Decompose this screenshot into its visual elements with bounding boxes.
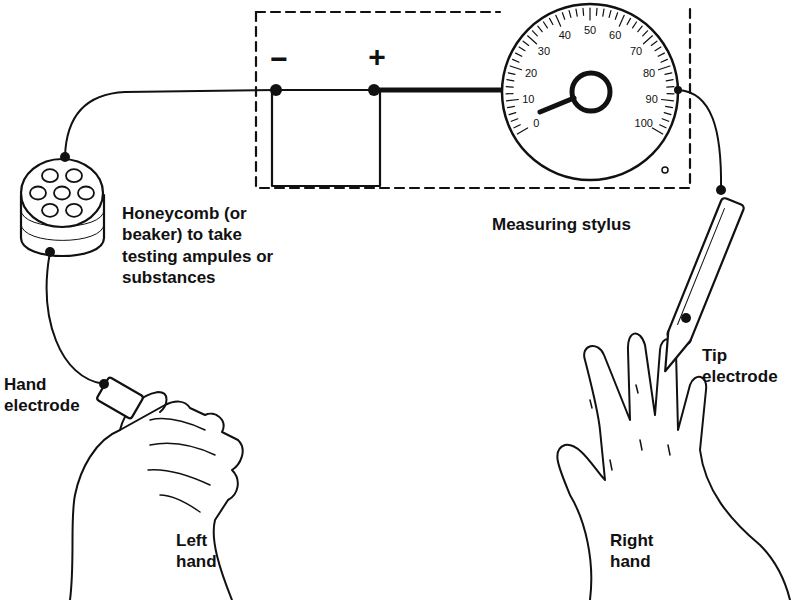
dial-number: 10 — [522, 93, 534, 104]
part-label: Hand electrode — [4, 374, 92, 417]
dial-number: 100 — [635, 118, 653, 129]
tick-mark — [523, 41, 529, 45]
tick-mark — [609, 11, 611, 18]
tick-mark — [511, 119, 518, 122]
tick-mark — [658, 53, 664, 56]
tick-mark — [544, 22, 548, 28]
terminal-dots — [45, 84, 726, 389]
gauge-ticks — [506, 8, 674, 134]
tick-mark — [615, 13, 617, 20]
tick-mark — [510, 66, 521, 70]
tick-mark — [666, 80, 673, 81]
tick-mark — [506, 86, 513, 88]
tick-mark — [652, 128, 662, 134]
tick-mark — [516, 53, 522, 56]
left-hand — [70, 402, 243, 600]
tick-mark — [633, 22, 637, 28]
tick-mark — [533, 31, 538, 36]
gauge-needle — [540, 98, 574, 112]
thick-wire — [373, 88, 505, 93]
tick-mark — [506, 93, 513, 94]
housing-outline — [256, 11, 500, 13]
dial-number: 40 — [559, 30, 571, 41]
tick-mark — [660, 125, 666, 128]
honeycomb-top — [21, 159, 103, 227]
terminal-sign: + — [360, 42, 394, 72]
part-label: Right hand — [610, 530, 666, 573]
dial-number: 70 — [630, 45, 642, 56]
tick-mark — [651, 41, 657, 45]
gauge-dial — [502, 4, 678, 180]
dial-number: 0 — [533, 118, 539, 129]
tick-mark — [667, 93, 674, 94]
tick-mark — [550, 18, 553, 24]
gauge-hub — [572, 73, 610, 111]
left-hand-fingers — [148, 419, 215, 512]
dial-number: 30 — [538, 45, 550, 56]
tick-mark — [662, 100, 674, 101]
wire — [65, 90, 276, 157]
part-label: Left hand — [176, 530, 232, 573]
tick-mark — [569, 11, 571, 18]
ampule-hole — [54, 187, 70, 200]
tick-mark — [638, 26, 642, 32]
tick-mark — [513, 59, 519, 62]
ampule-hole — [78, 187, 94, 200]
tick-mark — [603, 9, 604, 16]
tick-mark — [665, 73, 672, 75]
tick-mark — [562, 13, 564, 20]
ampule-hole — [42, 169, 58, 182]
wire — [47, 252, 104, 384]
right-hand-creases — [590, 385, 670, 470]
tick-mark — [667, 86, 674, 88]
tick-mark — [664, 113, 671, 115]
tick-mark — [662, 119, 669, 122]
tick-mark — [507, 100, 519, 101]
ampule-hole — [30, 187, 46, 200]
tick-mark — [655, 47, 661, 51]
ampule-hole — [42, 204, 58, 217]
tick-mark — [576, 9, 577, 16]
dial-number: 50 — [584, 25, 596, 36]
ampule-hole — [66, 204, 82, 217]
part-label: Tip electrode — [702, 345, 792, 388]
dial-number: 20 — [525, 67, 537, 78]
adjust-screw — [662, 167, 668, 173]
wire — [678, 90, 721, 190]
dial-number: 90 — [646, 93, 658, 104]
part-label: Honeycomb (or beaker) to take testing am… — [122, 203, 288, 288]
honeycomb-holes — [30, 169, 94, 217]
tick-mark — [514, 125, 520, 128]
hand-electrode — [96, 377, 144, 420]
tick-mark — [643, 31, 648, 36]
tick-mark — [589, 8, 590, 20]
dial-number: 80 — [643, 67, 655, 78]
tick-mark — [661, 59, 667, 62]
tick-mark — [508, 106, 515, 107]
tick-mark — [596, 8, 598, 15]
tick-mark — [627, 18, 630, 24]
part-label: Measuring stylus — [492, 214, 682, 235]
tick-mark — [556, 15, 561, 26]
tick-mark — [644, 36, 653, 44]
ampule-hole — [66, 169, 82, 182]
tick-mark — [619, 15, 624, 26]
tick-mark — [538, 26, 542, 32]
housing-outline — [256, 4, 690, 188]
tick-mark — [508, 73, 515, 75]
terminal-sign: − — [264, 44, 294, 74]
tick-mark — [519, 47, 525, 51]
tick-mark — [659, 66, 670, 70]
tick-mark — [528, 36, 537, 44]
dial-number: 60 — [609, 30, 621, 41]
tick-mark — [666, 106, 673, 107]
tick-mark — [509, 113, 516, 115]
tick-mark — [582, 8, 584, 15]
battery-box — [272, 90, 380, 186]
tick-mark — [507, 80, 514, 81]
tick-mark — [517, 128, 527, 134]
measuring-stylus — [654, 197, 745, 376]
